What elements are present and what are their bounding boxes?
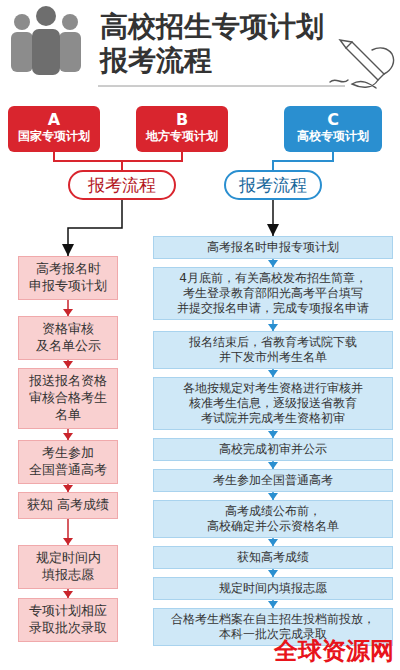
flow-arrow xyxy=(67,429,69,440)
flow-arrow xyxy=(272,320,274,331)
box-text: 各地按规定对考生资格进行审核并 核准考生信息，逐级报送省教育 考试院并完成考生资… xyxy=(160,381,386,426)
plan-letter: B xyxy=(140,110,224,129)
flow-arrow xyxy=(122,152,182,170)
plan-box: A国家专项计划 xyxy=(8,106,100,152)
box-text: 报名结束后，省教育考试院下载 并下发市州考生名单 xyxy=(160,335,386,365)
box-text: 考生参加全国普通高考 xyxy=(160,473,386,488)
flow-arrow xyxy=(54,152,122,170)
box-text: 4月底前，有关高校发布招生简章， 考生登录教育部阳光高考平台填写 并提交报名申请… xyxy=(160,271,386,316)
box-text: 国家专项计划 xyxy=(12,129,96,145)
process-box: 规定时间内 填报志愿 xyxy=(18,545,118,589)
flow-arrow xyxy=(272,430,274,438)
plan-box: C高校专项计划 xyxy=(284,106,382,152)
flow-arrow xyxy=(272,461,274,469)
flow-arrow xyxy=(67,360,69,368)
box-text: 高校完成初审并公示 xyxy=(160,442,386,457)
box-text: 获知 高考成绩 xyxy=(24,497,112,514)
box-text: 高校专项计划 xyxy=(288,129,378,145)
plan-box: B地方专项计划 xyxy=(136,106,228,152)
process-box: 专项计划相应 录取批次录取 xyxy=(18,598,118,642)
box-text: 规定时间内 填报志愿 xyxy=(24,550,112,584)
process-box: 4月底前，有关高校发布招生简章， 考生登录教育部阳光高考平台填写 并提交报名申请… xyxy=(153,267,393,320)
flow-arrow xyxy=(68,200,122,256)
flow-badge: 报考流程 xyxy=(68,170,176,200)
flow-arrow xyxy=(67,519,69,545)
box-text: 资格审核 及名单公示 xyxy=(24,321,112,355)
box-text: 报考流程 xyxy=(232,174,314,196)
process-box: 获知 高考成绩 xyxy=(18,492,118,519)
process-box: 高校完成初审并公示 xyxy=(153,438,393,461)
box-text: 高考成绩公布前， 高校确定并公示资格名单 xyxy=(160,504,386,534)
box-text: 地方专项计划 xyxy=(140,129,224,145)
process-box: 报送报名资格 审核合格考生 名单 xyxy=(18,368,118,429)
process-box: 高考报名时 申报专项计划 xyxy=(18,256,118,300)
process-box: 获知高考成绩 xyxy=(153,546,393,569)
box-text: 报送报名资格 审核合格考生 名单 xyxy=(24,373,112,424)
process-box: 高考成绩公布前， 高校确定并公示资格名单 xyxy=(153,500,393,538)
process-box: 报名结束后，省教育考试院下载 并下发市州考生名单 xyxy=(153,331,393,369)
plan-letter: A xyxy=(12,110,96,129)
flow-arrow xyxy=(67,300,69,316)
pen-icon xyxy=(330,40,394,88)
process-box: 规定时间内填报志愿 xyxy=(153,577,393,600)
process-box: 高考报名时申报专项计划 xyxy=(153,236,393,259)
flow-arrow xyxy=(272,369,274,377)
flow-arrow xyxy=(272,600,274,608)
flow-arrow xyxy=(273,152,333,170)
watermark: 全球资源网 xyxy=(274,638,394,664)
box-text: 规定时间内填报志愿 xyxy=(160,581,386,596)
flow-arrow xyxy=(272,538,274,546)
flow-badge: 报考流程 xyxy=(224,170,322,200)
people-icon xyxy=(11,6,81,75)
box-text: 考生参加 全国普通高考 xyxy=(24,445,112,479)
box-text: 专项计划相应 录取批次录取 xyxy=(24,603,112,637)
process-box: 资格审核 及名单公示 xyxy=(18,316,118,360)
flow-arrow xyxy=(272,492,274,500)
flow-arrow xyxy=(272,569,274,577)
box-text: 报考流程 xyxy=(76,174,168,196)
process-box: 考生参加全国普通高考 xyxy=(153,469,393,492)
flow-arrow xyxy=(67,484,69,492)
title: 高校招生专项计划 报考流程 xyxy=(100,10,340,77)
flow-arrow xyxy=(272,200,274,236)
plan-letter: C xyxy=(288,110,378,129)
flow-arrow xyxy=(272,259,274,267)
process-box: 考生参加 全国普通高考 xyxy=(18,440,118,484)
process-box: 各地按规定对考生资格进行审核并 核准考生信息，逐级报送省教育 考试院并完成考生资… xyxy=(153,377,393,430)
box-text: 获知高考成绩 xyxy=(160,550,386,565)
title-rule xyxy=(98,86,345,87)
box-text: 高考报名时 申报专项计划 xyxy=(24,261,112,295)
box-text: 高考报名时申报专项计划 xyxy=(160,240,386,255)
flow-arrow xyxy=(67,589,69,598)
